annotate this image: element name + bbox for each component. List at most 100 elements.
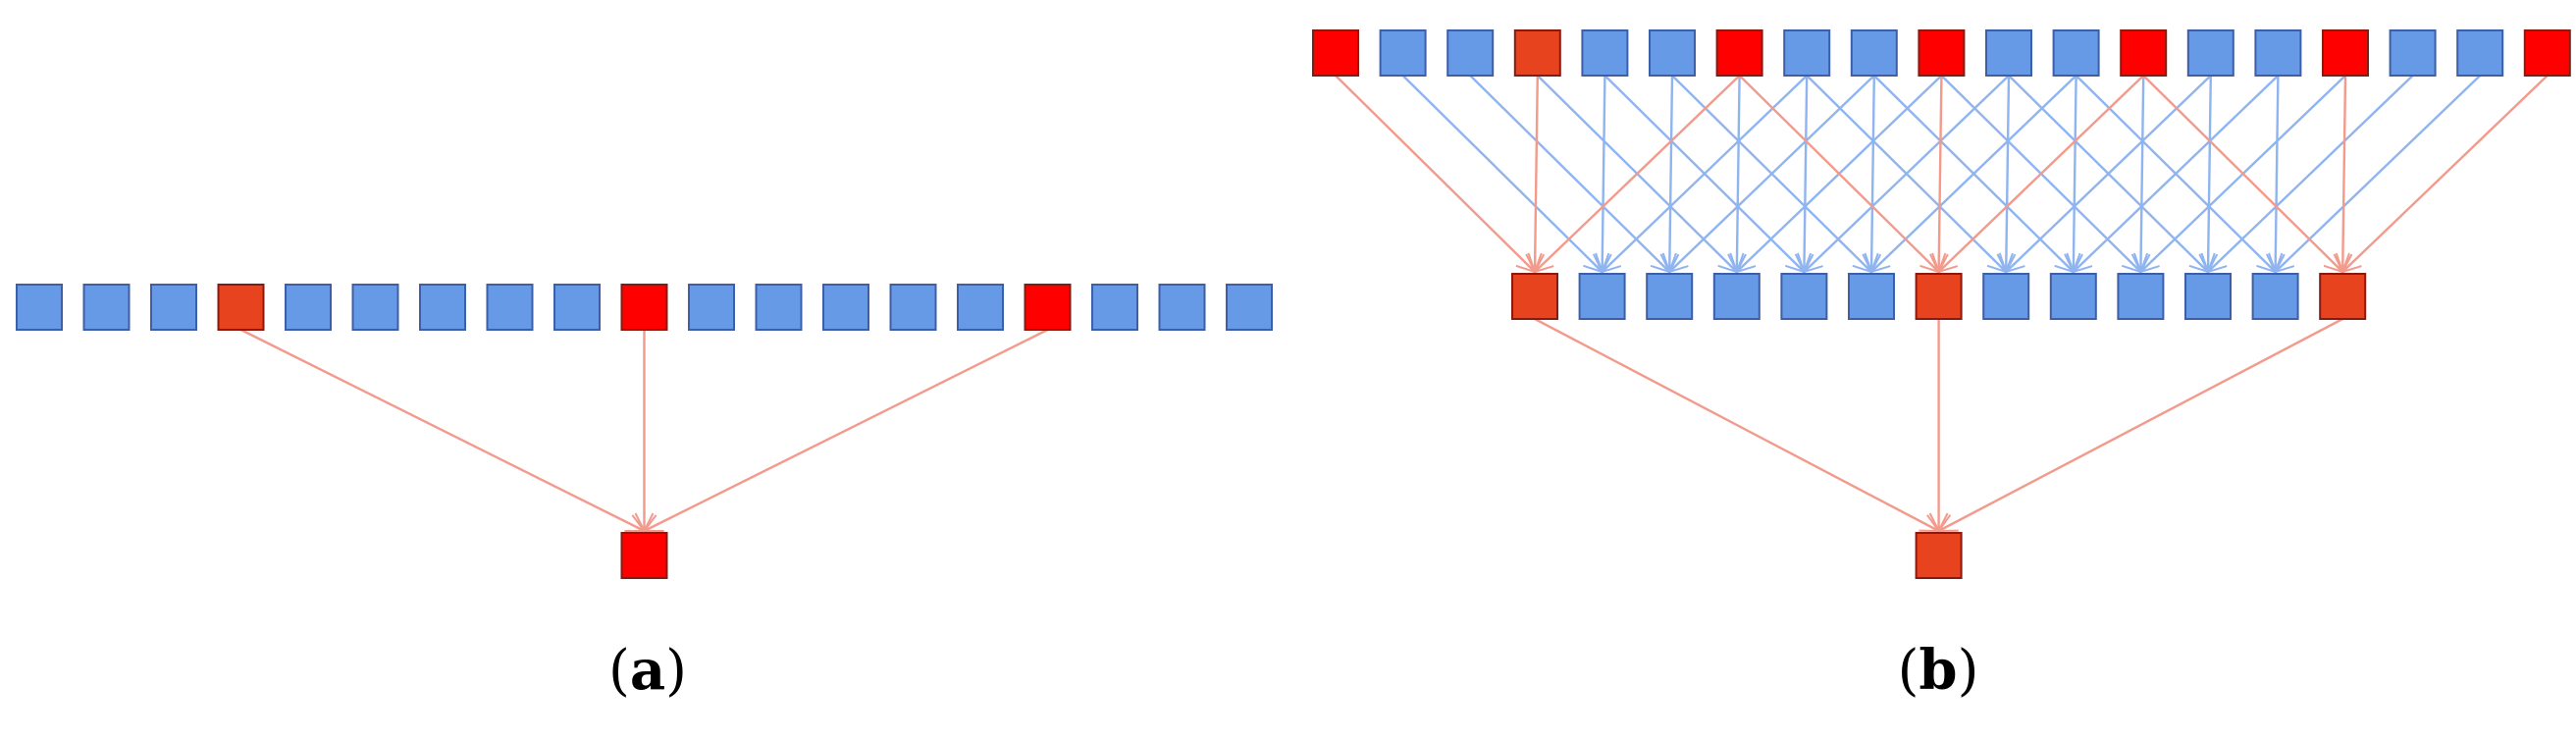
panel-a-input-node xyxy=(1158,284,1206,331)
caption-a: (a) xyxy=(599,643,697,699)
panel-b-top-arrow xyxy=(2206,75,2414,274)
panel-b-middle-row xyxy=(1511,273,2367,320)
panel-b-bottom-arrow xyxy=(1936,317,2343,533)
panel-b-top-arrow xyxy=(1525,75,1546,275)
panel-b-middle-node xyxy=(1915,273,1963,320)
panel-b-bottom-arrows xyxy=(1534,317,2343,534)
panel-b-middle-node xyxy=(1982,273,2030,320)
panel-b-top-node xyxy=(2322,29,2369,77)
panel-b-top-arrow xyxy=(1794,75,1814,275)
panel-b-top-node xyxy=(2120,29,2168,77)
panel-b-top-arrow xyxy=(1533,75,1741,274)
panel-b-top-arrow xyxy=(1659,75,1680,275)
panel-a-input-node xyxy=(553,284,601,331)
panel-a-output xyxy=(620,532,668,579)
panel-b-top-node xyxy=(1783,29,1831,77)
panel-b-top-arrow xyxy=(2340,75,2549,274)
panel-b-top-node xyxy=(1918,29,1966,77)
panel-a-input-node xyxy=(82,284,131,331)
caption-b-close: ) xyxy=(1957,639,1979,703)
panel-a-input-row xyxy=(16,284,1273,331)
panel-a xyxy=(16,284,1273,579)
panel-a-input-node xyxy=(217,284,265,331)
panel-b-top-arrow xyxy=(1936,75,2145,274)
panel-a-arrow xyxy=(642,328,1049,533)
panel-b-middle-node xyxy=(1511,273,1558,320)
panel-b-top-arrow xyxy=(1738,75,1941,274)
panel-b-top-arrow xyxy=(2198,75,2219,275)
panel-a-input-node xyxy=(688,284,735,331)
panel-b-top-arrow xyxy=(1862,75,1882,275)
panel-b-top-arrow xyxy=(1603,75,1806,274)
panel-b-top-arrow xyxy=(1727,75,1747,275)
panel-b-top-arrow xyxy=(2064,75,2083,275)
panel-a-input-node xyxy=(419,284,466,331)
panel-b-top-arrow xyxy=(2142,75,2344,274)
panel-b-top-node xyxy=(2186,29,2234,77)
panel-a-output-node xyxy=(620,532,668,579)
panel-a-input-node xyxy=(957,284,1004,331)
panel-a-input-node xyxy=(150,284,197,331)
panel-a-input-node xyxy=(889,284,937,331)
panel-a-input-node xyxy=(620,284,668,331)
panel-b-top-node xyxy=(1446,29,1495,77)
caption-a-letter: a xyxy=(629,638,666,703)
panel-b-top-arrow xyxy=(1592,75,1612,275)
panel-b-top-arrow xyxy=(1806,75,2008,274)
panel-b-middle-node xyxy=(1780,273,1828,320)
caption-a-open: ( xyxy=(607,639,630,703)
panel-b-output-node xyxy=(1915,532,1963,579)
panel-b-middle-node xyxy=(2251,273,2299,320)
panel-b-top-node xyxy=(2389,29,2437,77)
panel-b-top-node xyxy=(1513,29,1561,77)
panel-a-input-node xyxy=(755,284,803,331)
caption-b-letter: b xyxy=(1919,638,1958,703)
panel-b xyxy=(1312,29,2571,579)
panel-b-top-arrow xyxy=(1671,75,1873,274)
panel-b-top-arrow xyxy=(2075,75,2278,274)
panel-b-top-arrow xyxy=(2265,75,2286,275)
panel-b-middle-node xyxy=(1848,273,1895,320)
panel-b-top-arrow xyxy=(1996,75,2017,275)
panel-b-middle-node xyxy=(2184,273,2232,320)
panel-b-top-arrow xyxy=(2273,75,2482,274)
panel-a-input-node xyxy=(16,284,63,331)
panel-b-top-arrow xyxy=(1401,75,1604,274)
panel-b-top-node xyxy=(1379,29,1427,77)
panel-a-input-node xyxy=(351,284,399,331)
panel-b-top-node xyxy=(2523,29,2571,77)
caption-a-close: ) xyxy=(665,639,687,703)
panel-a-input-node xyxy=(1226,284,1273,331)
panel-b-top-node xyxy=(2254,29,2302,77)
panel-a-input-node xyxy=(1091,284,1138,331)
panel-b-top-arrow xyxy=(2130,75,2151,275)
panel-b-top-node xyxy=(1715,29,1763,77)
panel-b-middle-node xyxy=(1712,273,1761,320)
caption-b: (b) xyxy=(1889,643,1987,699)
panel-a-input-node xyxy=(486,284,534,331)
panel-b-top-arrow xyxy=(1469,75,1671,274)
panel-b-top-arrow xyxy=(2008,75,2210,274)
panel-b-top-arrow xyxy=(1928,75,1949,275)
panel-b-output xyxy=(1915,532,1963,579)
panel-a-input-node xyxy=(1024,284,1072,331)
panel-b-top-node xyxy=(1985,29,2032,77)
panel-a-input-node xyxy=(822,284,869,331)
panel-a-arrows xyxy=(239,328,1049,534)
panel-b-top-arrow xyxy=(1335,75,1537,274)
panel-b-top-arrow xyxy=(1872,75,2076,274)
panel-b-top-node xyxy=(1312,29,1359,77)
panel-b-middle-node xyxy=(2049,273,2097,320)
panel-b-middle-node xyxy=(2117,273,2165,320)
panel-b-top-row xyxy=(1312,29,2571,77)
panel-b-bottom-arrow xyxy=(1534,317,1941,533)
panel-a-input-node xyxy=(285,284,332,331)
panel-b-middle-node xyxy=(1578,273,1626,320)
panel-b-top-node xyxy=(2052,29,2100,77)
panel-b-top-node xyxy=(1649,29,1696,77)
panel-b-middle-node xyxy=(1646,273,1694,320)
panel-b-top-node xyxy=(1581,29,1629,77)
panel-b-top-arrows xyxy=(1335,75,2549,275)
caption-b-open: ( xyxy=(1897,639,1919,703)
